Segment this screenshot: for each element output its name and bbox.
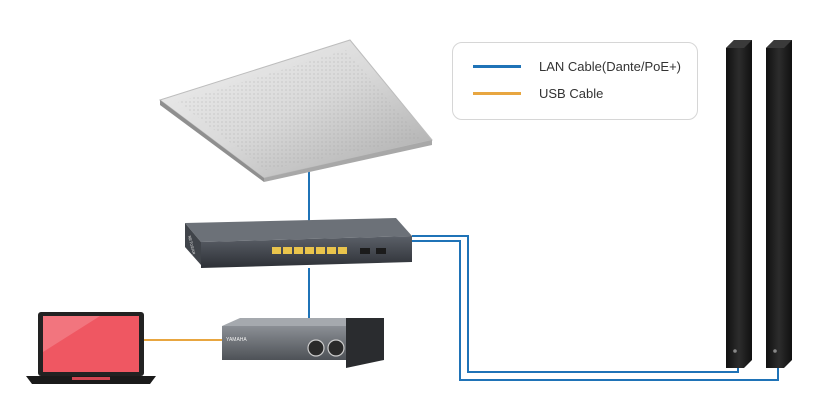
laptop — [26, 312, 156, 384]
usb-swatch — [473, 92, 521, 95]
network-switch: NETGEAR — [185, 218, 412, 268]
legend-item-lan: LAN Cable(Dante/PoE+) — [473, 59, 681, 74]
legend-item-usb: USB Cable — [473, 86, 603, 101]
legend-label-lan: LAN Cable(Dante/PoE+) — [539, 59, 681, 74]
legend-label-usb: USB Cable — [539, 86, 604, 101]
interface-brand-label: YAMAHA — [226, 337, 247, 343]
lan-cable-switch-to-speaker-right — [412, 240, 779, 381]
xlr-connector-1 — [307, 339, 325, 357]
audio-interface: YAMAHA — [222, 318, 384, 368]
column-speaker-left — [726, 40, 752, 368]
column-speaker-right — [766, 40, 792, 368]
switch-brand-label: NETGEAR — [187, 235, 197, 255]
xlr-connector-2 — [327, 339, 345, 357]
ceiling-microphone — [158, 39, 433, 182]
lan-swatch — [473, 65, 521, 68]
laptop-screen — [43, 316, 139, 372]
cable-legend: LAN Cable(Dante/PoE+) USB Cable — [452, 42, 698, 120]
switch-ports — [272, 247, 386, 254]
